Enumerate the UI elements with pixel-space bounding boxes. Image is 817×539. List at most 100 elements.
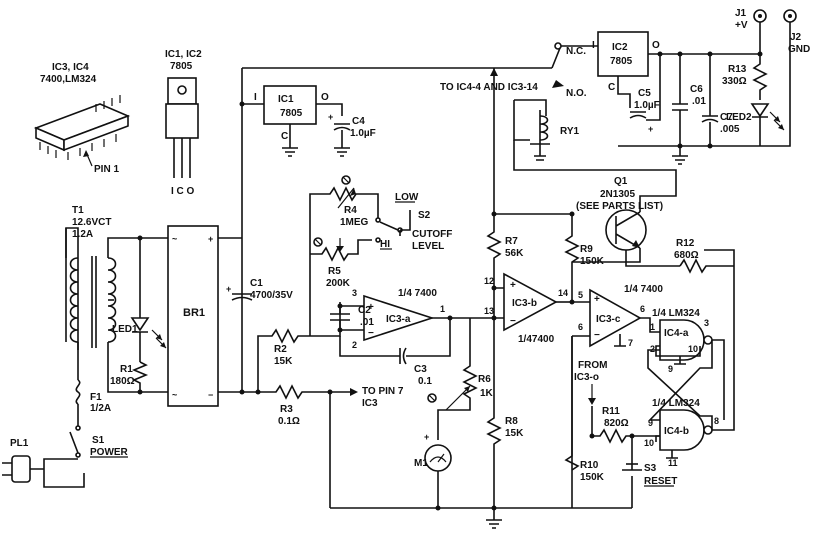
j2-label: GND [788, 44, 810, 55]
s3-r11: R11 820Ω S3 RESET [589, 406, 677, 508]
br1-bridge: BR1 ~ ~ + − [167, 225, 219, 407]
ic1-regulator: IC1 7805 I O C + C4 1.0µF [254, 85, 376, 157]
ic3b-pin14: 14 [558, 288, 568, 298]
s2-name: S2 [418, 210, 431, 221]
to220-package-drawing: IC1, IC2 7805 I C O [165, 49, 202, 197]
c3-value: 0.1 [418, 376, 432, 387]
to-pin7-line2: IC3 [362, 398, 378, 409]
ic1-com: C [281, 131, 288, 142]
ic3a-part: 1/4 7400 [398, 288, 437, 299]
ic1-part: 7805 [280, 108, 303, 119]
ic34-title: IC3, IC4 [52, 62, 89, 73]
ic12-pins: I C O [171, 186, 195, 197]
pin1-label: PIN 1 [94, 164, 119, 175]
ic4b-name: IC4-b [664, 426, 689, 437]
from-ic3-line1: FROM [578, 360, 607, 371]
ic3a-pin1: 1 [440, 304, 445, 314]
c4-value: 1.0µF [350, 128, 376, 139]
ic1-out: O [321, 92, 329, 103]
r12-value: 680Ω [674, 250, 699, 261]
c6-name: C6 [690, 84, 703, 95]
ic3a-name: IC3-a [386, 314, 411, 325]
r4-name: R4 [344, 205, 357, 216]
svg-text:~: ~ [172, 234, 177, 244]
r7-name: R7 [505, 236, 518, 247]
s2-low: LOW [395, 192, 419, 203]
r13-value: 330Ω [722, 76, 747, 87]
svg-text:+: + [328, 112, 333, 122]
s1-label: POWER [90, 447, 129, 458]
r11-value: 820Ω [604, 418, 629, 429]
ic2-com: C [608, 82, 615, 93]
svg-text:+: + [648, 124, 653, 134]
r11-name: R11 [602, 406, 620, 417]
ic3a-pin3: 3 [352, 288, 357, 298]
ic3a-opamp: IC3-a 1/4 7400 + − 3 2 1 C2 .01 C3 0.1 [310, 288, 494, 387]
ic1-name: IC1 [278, 94, 294, 105]
t1-name: T1 [72, 205, 84, 216]
c5-value: 1.0µF [634, 100, 660, 111]
ic3c-pin7: 7 [628, 338, 633, 348]
c7-name: C7 [720, 112, 733, 123]
c6-value: .01 [692, 96, 706, 107]
svg-text:+: + [424, 432, 429, 442]
r12-name: R12 [676, 238, 695, 249]
c7-value: .005 [720, 124, 740, 135]
r4-value: 1MEG [340, 217, 369, 228]
r3-value: 0.1Ω [278, 416, 300, 427]
ic4b-pin11: 11 [668, 458, 678, 468]
q1-note: (SEE PARTS LIST) [576, 201, 663, 212]
t1-voltage: 12.6VCT [72, 217, 111, 228]
ic3b-pin12: 12 [484, 276, 494, 286]
s3-label: RESET [644, 476, 677, 487]
c1-value: 4700/35V [250, 290, 293, 301]
ic4a-pin9: 9 [668, 364, 673, 374]
f1-value: 1/2A [90, 403, 111, 414]
c4-name: C4 [352, 116, 365, 127]
s2-hi: HI [380, 239, 390, 250]
ic12-part: 7805 [170, 61, 193, 72]
svg-text:−: − [594, 330, 600, 341]
j1-label: +V [735, 20, 748, 31]
c3-name: C3 [414, 364, 427, 375]
r3-name: R3 [280, 404, 293, 415]
svg-text:−: − [208, 390, 213, 400]
ry1-label: RY1 [560, 126, 580, 137]
r1-name: R1 [120, 364, 133, 375]
r5-name: R5 [328, 266, 341, 277]
r6-value: 1K [480, 388, 494, 399]
power-entry: PL1 S1 POWER F1 1/2A T1 12.6VCT 1.2A [2, 205, 168, 488]
ic4a-part: 1/4 LM324 [652, 308, 700, 319]
ic34-parts: 7400,LM324 [40, 74, 97, 85]
ic2-name: IC2 [612, 42, 628, 53]
s1-name: S1 [92, 435, 105, 446]
ic12-title: IC1, IC2 [165, 49, 202, 60]
ic3c-part: 1/4 7400 [624, 284, 663, 295]
ic1-in: I [254, 92, 257, 103]
r10-value: 150K [580, 472, 605, 483]
ic3b-pin13: 13 [484, 306, 494, 316]
r2-name: R2 [274, 344, 287, 355]
ic4b-part: 1/4 LM324 [652, 398, 700, 409]
ic2-out: O [652, 40, 660, 51]
j2-name: J2 [790, 32, 802, 43]
to-pin7-line1: TO PIN 7 [362, 386, 404, 397]
t1-current: 1.2A [72, 229, 93, 240]
r9-name: R9 [580, 244, 593, 255]
r6-name: R6 [478, 374, 491, 385]
pl1-label: PL1 [10, 438, 29, 449]
ic3b-part: 1/47400 [518, 334, 555, 345]
c2-value: .01 [360, 317, 374, 328]
svg-text:~: ~ [172, 390, 177, 400]
ic2-in: I [592, 40, 595, 51]
ic3b-name: IC3-b [512, 298, 537, 309]
r2-value: 15K [274, 356, 293, 367]
svg-text:+: + [368, 302, 374, 313]
svg-text:+: + [510, 280, 516, 291]
ic4-flipflop: 1/4 LM324 IC4-a 1 2 3 9 10 1/4 LM324 IC4… [644, 249, 735, 468]
r7-value: 56K [505, 248, 524, 259]
ic4a-pin10: 10 [688, 344, 698, 354]
from-ic3-line2: IC3-o [574, 372, 599, 383]
ic2-output: IC2 7805 I O C C5 1.0µF + C6 .01 C7 .005… [592, 8, 810, 165]
ic4a-pin1: 1 [650, 322, 655, 332]
